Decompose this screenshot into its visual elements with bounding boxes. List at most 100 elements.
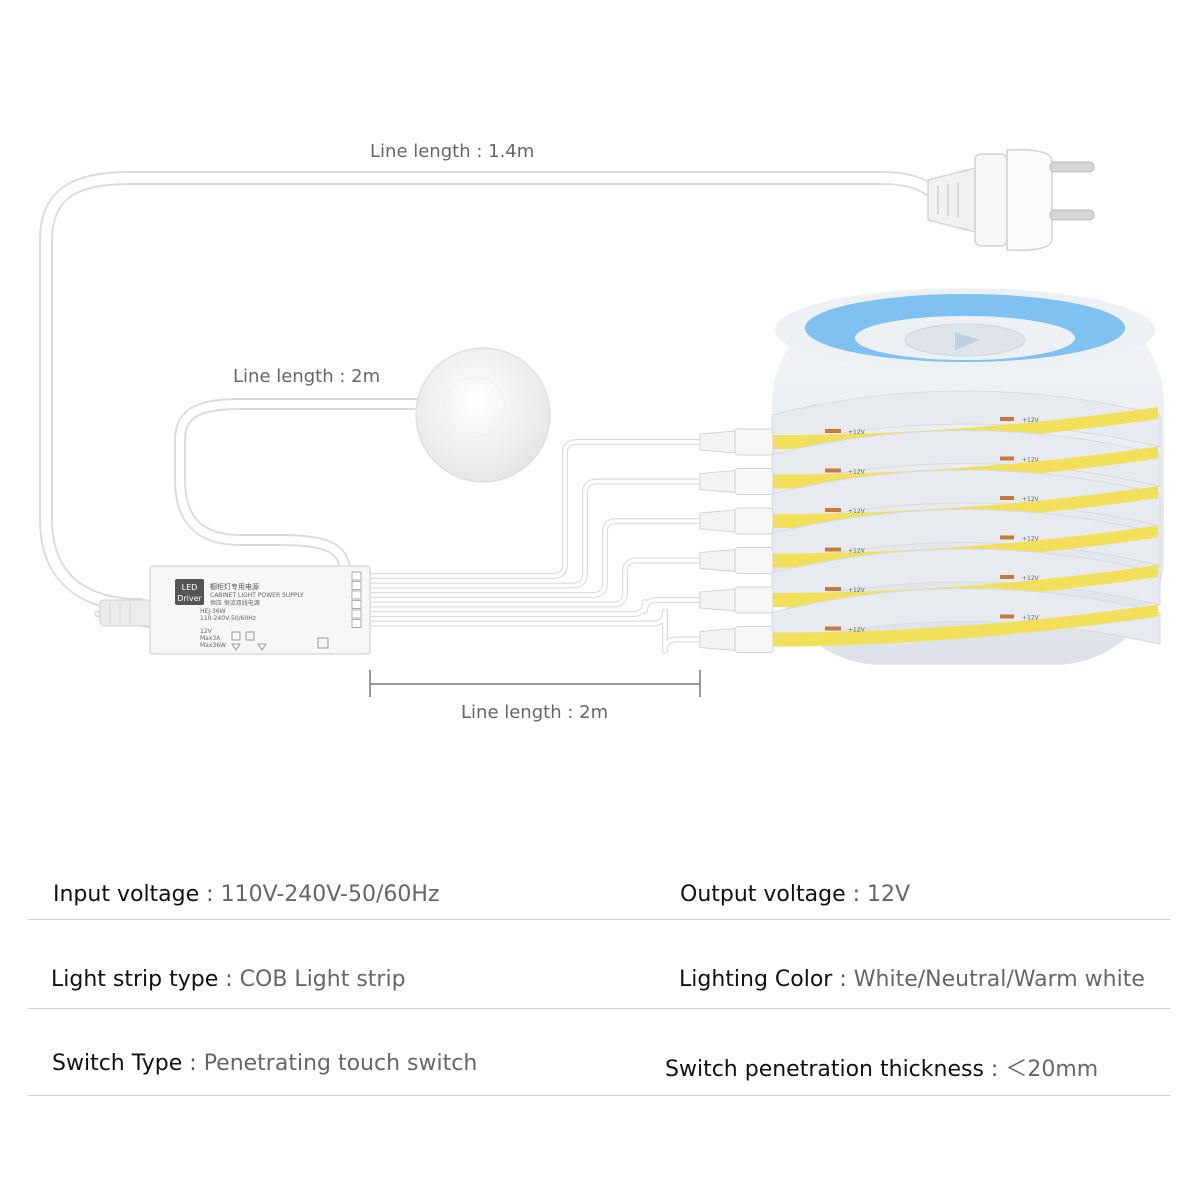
dimension-bracket (369, 670, 701, 697)
output-cord (370, 598, 705, 616)
strip-connector (734, 547, 774, 574)
spec-key: Lighting Color (679, 967, 833, 992)
strip-marking: +12V (848, 469, 866, 476)
spec-key: Input voltage (53, 882, 200, 907)
reel-band (771, 548, 1161, 606)
power-cord (39, 171, 937, 612)
spec-light-strip-type: Light strip type : COB Light strip (51, 967, 406, 992)
driver-input: 110-240V-50/60Hz (200, 615, 256, 622)
plug-icon (927, 148, 1095, 252)
spec-separator: : (852, 882, 861, 907)
spec-divider (28, 1095, 1170, 1096)
output-cord-length-label: Line length : 2m (461, 702, 609, 723)
spec-switch-type: Switch Type : Penetrating touch switch (52, 1051, 477, 1076)
strip-connector (734, 626, 774, 653)
strip-pad (825, 429, 841, 433)
output-cords (370, 428, 774, 654)
strip-pad (1000, 575, 1014, 579)
driver-port (351, 590, 362, 600)
spec-key: Switch Type (52, 1051, 183, 1076)
spec-separator: : (206, 882, 214, 907)
spec-value: ＜20mm (1005, 1057, 1099, 1082)
led-strip-reel-icon: +12V +12V +12V +12V +12V +12V +12V +12V +12V +12V… (770, 288, 1164, 665)
strip-connector (699, 588, 736, 612)
strip-pad (1000, 614, 1014, 619)
spec-lighting-color: Lighting Color : White/Neutral/Warm whit… (679, 967, 1145, 992)
spec-separator: : (990, 1057, 999, 1082)
reel-band (771, 469, 1161, 527)
strip-pad (1000, 417, 1014, 421)
reel-band (771, 509, 1161, 567)
driver-subtitle-cn: 恒压 恒流双线电源 (210, 599, 260, 607)
reel-band (771, 390, 1161, 448)
strip-marking: +12V (848, 587, 866, 594)
strip-connector (699, 548, 736, 573)
strip-pad (825, 626, 841, 631)
strip-layers: +12V +12V +12V +12V +12V +12V +12V +12V +12V +12V… (770, 390, 1161, 647)
strip-pad (1000, 535, 1014, 540)
strip-marking: +12V (848, 627, 866, 634)
spec-separator: : (225, 967, 233, 992)
spec-value: 110V-240V-50/60Hz (220, 882, 440, 907)
led-driver-icon: LED Driver 橱柜灯专用电源 CABINET LIGHT POWER S… (94, 565, 371, 655)
driver-output-ports (351, 571, 362, 628)
strip-connector (699, 469, 736, 494)
driver-model: HEJ-36W (200, 608, 226, 615)
touch-switch-icon (415, 347, 551, 483)
strip-marking: +12V (1022, 536, 1040, 543)
spec-key: Output voltage (680, 882, 846, 907)
strip-marking: +12V (1022, 417, 1040, 424)
strip-marking: +12V (1022, 457, 1040, 464)
driver-badge-top: LED (182, 583, 198, 592)
driver-output-a: Max3A (200, 635, 221, 642)
spec-switch-penetration-thickness: Switch penetration thickness : ＜20mm (665, 1051, 1098, 1083)
driver-port (351, 609, 362, 619)
spec-value: COB Light strip (239, 967, 406, 992)
driver-port (351, 619, 362, 628)
driver-port (351, 571, 362, 581)
spec-separator: : (839, 967, 847, 992)
strip-marking: +12V (848, 508, 866, 515)
strip-pad (825, 587, 841, 591)
driver-output-w: Max36W (200, 642, 226, 649)
strip-marking: +12V (1022, 615, 1040, 622)
reel-band (771, 430, 1161, 488)
output-cord (370, 558, 705, 607)
spec-divider (28, 1008, 1170, 1009)
cob-strip (770, 604, 1158, 647)
power-cord-length-label: Line length : 1.4m (370, 141, 535, 162)
strip-connector (734, 507, 774, 535)
strip-connector (734, 428, 774, 456)
spec-separator: : (189, 1051, 197, 1076)
spec-value: Penetrating touch switch (203, 1051, 478, 1076)
strip-connector (699, 627, 736, 652)
strip-pad (825, 547, 841, 552)
strip-marking: +12V (1022, 575, 1040, 582)
driver-badge-bottom: Driver (177, 594, 202, 603)
spec-value: 12V (867, 882, 911, 907)
switch-cord (174, 398, 424, 578)
strip-connector (699, 509, 736, 533)
driver-title-cn: 橱柜灯专用电源 (210, 582, 259, 591)
reel-band (771, 588, 1161, 646)
output-cord (370, 609, 705, 653)
strip-connector (734, 586, 774, 614)
spec-key: Switch penetration thickness (665, 1057, 984, 1082)
spec-value: White/Neutral/Warm white (853, 967, 1145, 992)
output-cord (370, 439, 705, 579)
output-cord (370, 519, 705, 597)
strip-pad (825, 468, 841, 473)
spec-input-voltage: Input voltage : 110V-240V-50/60Hz (53, 882, 439, 907)
driver-title-en: CABINET LIGHT POWER SUPPLY (210, 592, 304, 599)
spec-output-voltage: Output voltage : 12V (680, 882, 910, 907)
strip-pad (1000, 496, 1014, 500)
spec-key: Light strip type (51, 967, 219, 992)
driver-port (351, 581, 362, 590)
strip-marking: +12V (848, 548, 866, 555)
strip-connector (699, 430, 736, 454)
strip-marking: +12V (848, 429, 866, 436)
output-cord (370, 440, 705, 578)
strip-pad (1000, 456, 1014, 461)
